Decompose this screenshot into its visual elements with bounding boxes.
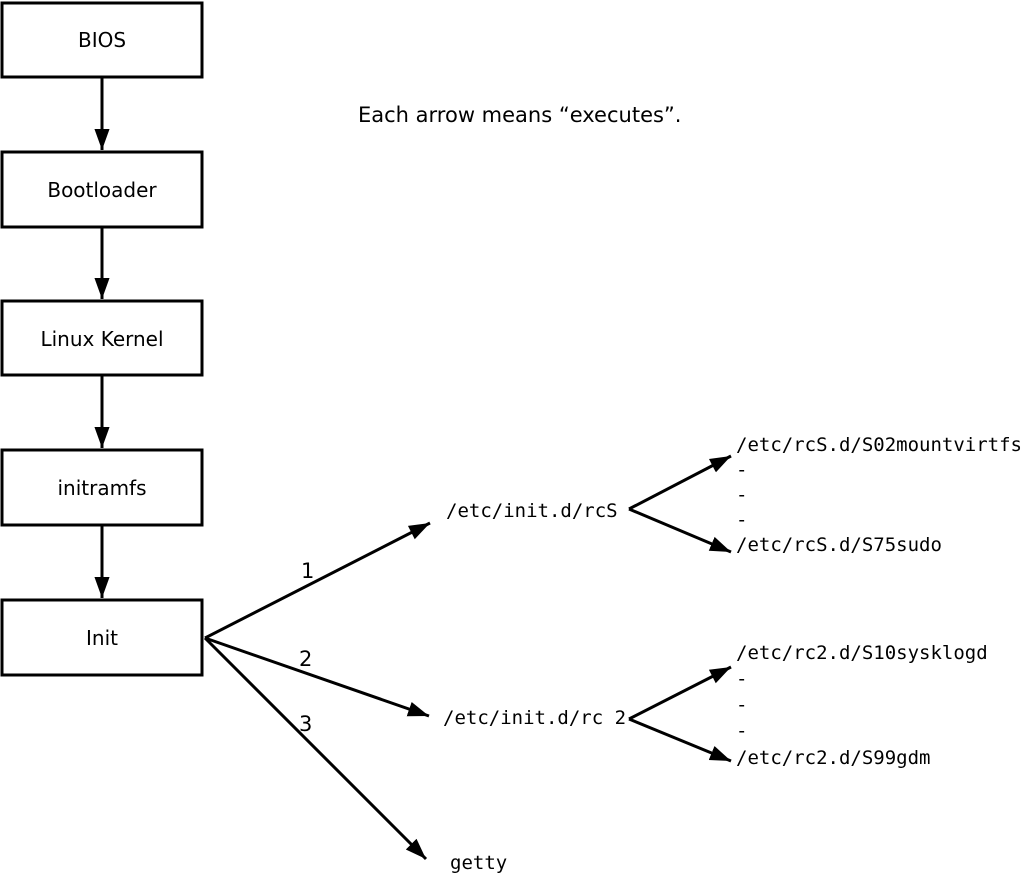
- rc2-script-first: /etc/rc2.d/S10sysklogd: [736, 642, 988, 664]
- bootloader-box: [0, 150, 204, 229]
- bios-label: BIOS: [78, 28, 126, 52]
- arrow-rc2-to-first-script: [628, 665, 732, 721]
- annotation-text: Each arrow means “executes”.: [358, 103, 681, 127]
- rcS-script-ellipsis-2: -: [736, 484, 747, 506]
- rc2-script-ellipsis-1: -: [736, 668, 747, 690]
- rcS-script-ellipsis-1: -: [736, 459, 747, 481]
- arrow-init-to-rc2: [204, 636, 430, 718]
- initramfs-box: [0, 448, 204, 527]
- bios-box: [0, 1, 204, 79]
- rcS-script-first: /etc/rcS.d/S02mountvirtfs: [736, 434, 1022, 456]
- linux-kernel-label: Linux Kernel: [40, 327, 163, 351]
- arrow-rcS-to-last-script: [628, 507, 732, 554]
- rcS-script-last: /etc/rcS.d/S75sudo: [736, 534, 942, 556]
- arrow-rcS-to-first-script: [628, 454, 732, 511]
- arrow-init-to-rcS: [204, 521, 431, 640]
- branch-label-1: 1: [301, 559, 314, 583]
- initramfs-label: initramfs: [57, 476, 146, 500]
- rcS-target-text: /etc/init.d/rcS: [446, 500, 618, 522]
- rc2-script-ellipsis-3: -: [736, 720, 747, 742]
- init-box: [0, 598, 204, 677]
- init-label: Init: [86, 626, 118, 650]
- rc2-target-text: /etc/init.d/rc 2: [443, 707, 626, 729]
- getty-target-text: getty: [450, 852, 507, 874]
- branch-label-3: 3: [299, 712, 312, 736]
- arrow-init-to-getty: [203, 636, 428, 861]
- rc2-script-ellipsis-2: -: [736, 694, 747, 716]
- branch-label-2: 2: [299, 647, 312, 671]
- rcS-script-ellipsis-3: -: [736, 509, 747, 531]
- rc2-script-last: /etc/rc2.d/S99gdm: [736, 747, 930, 769]
- arrow-rc2-to-last-script: [628, 717, 732, 763]
- bootloader-label: Bootloader: [47, 178, 157, 202]
